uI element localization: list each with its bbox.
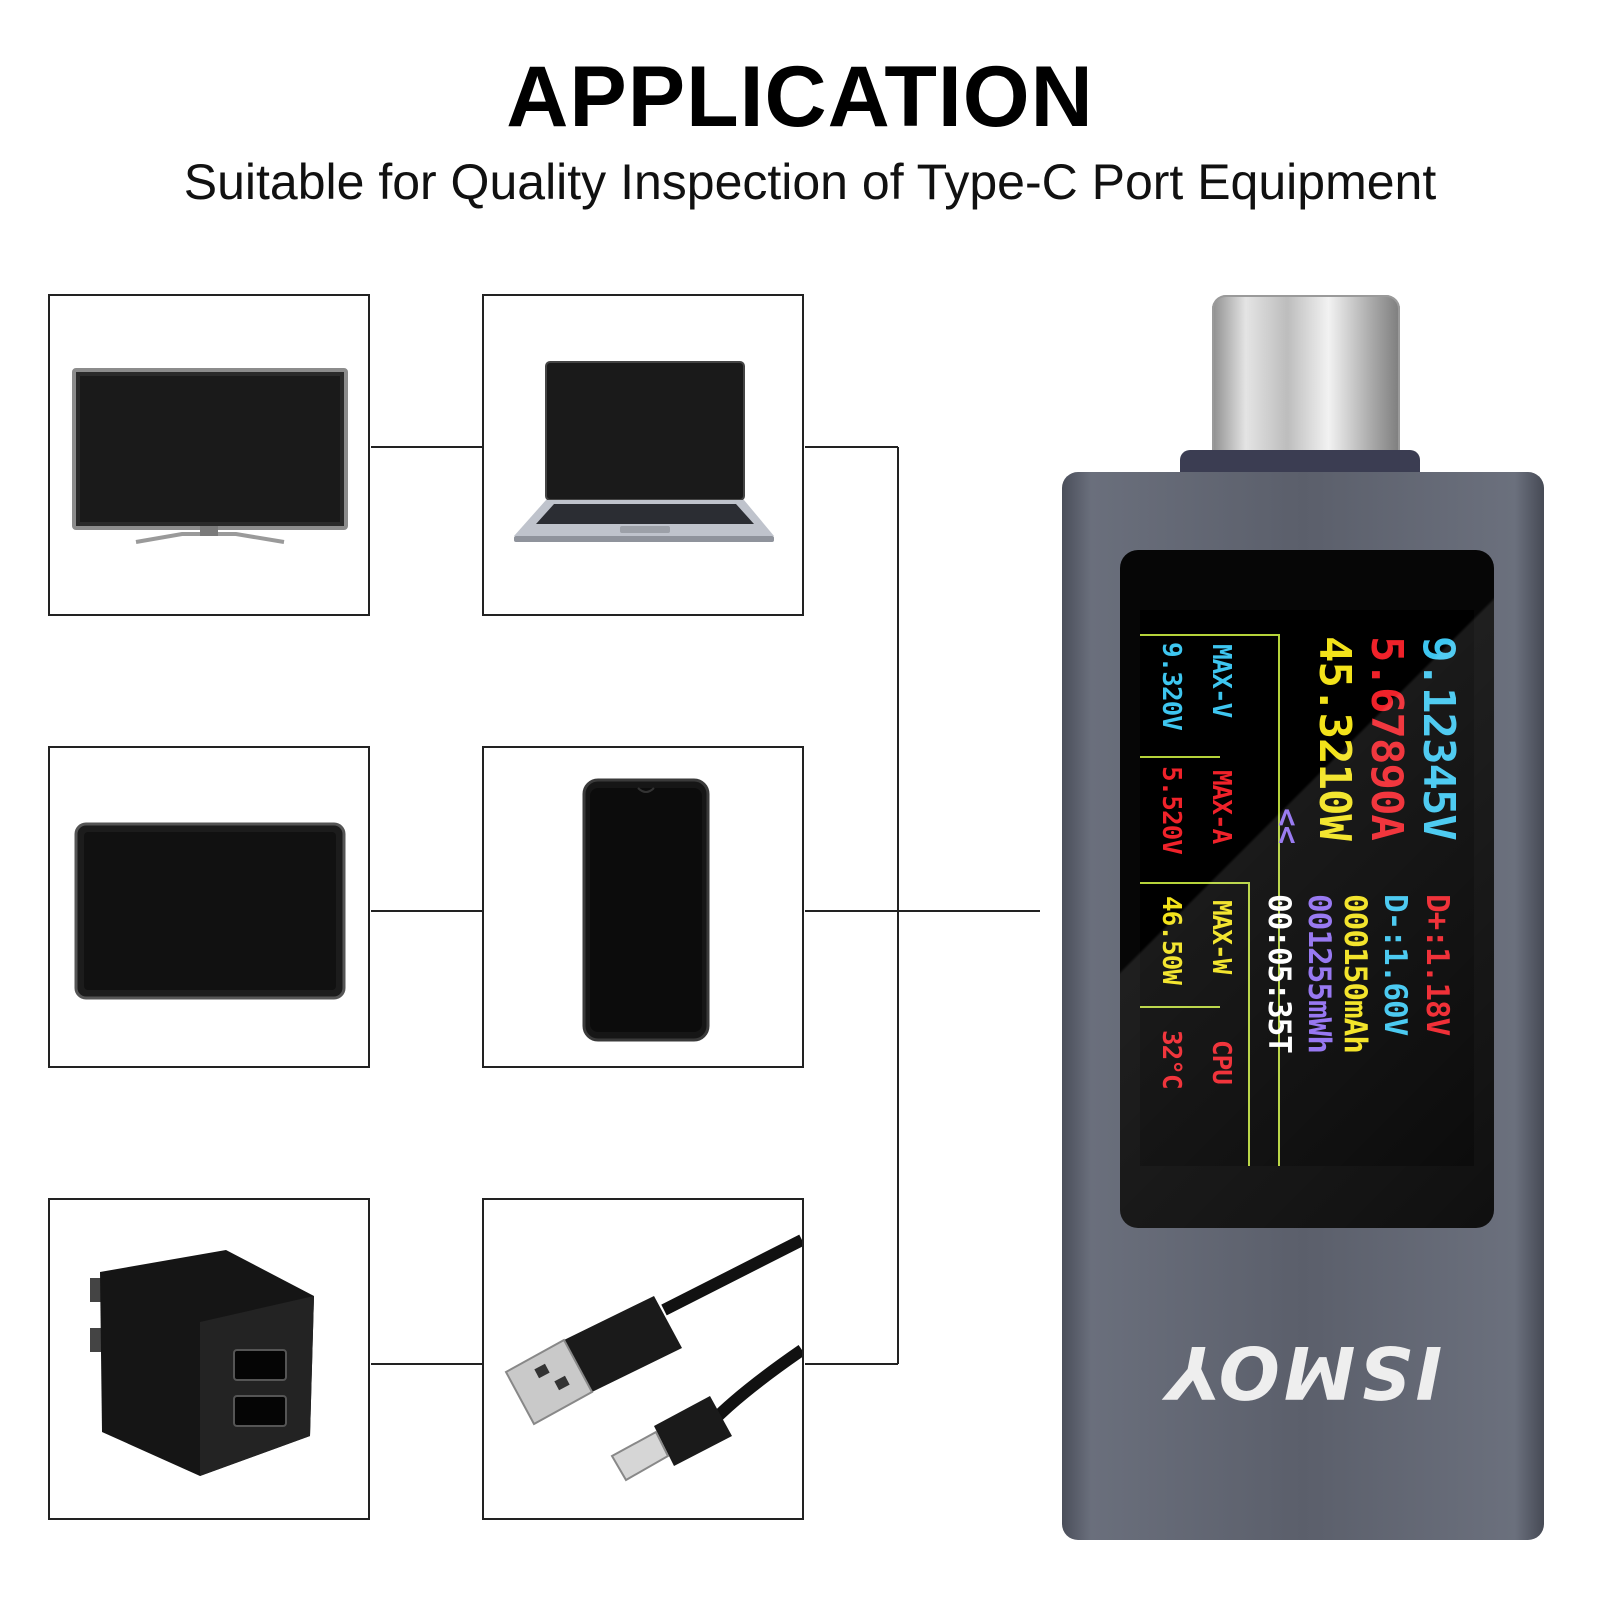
- grid-line: [1248, 882, 1250, 1166]
- dplus-reading: D+:1.18V: [1419, 894, 1455, 1036]
- page-subtitle: Suitable for Quality Inspection of Type-…: [183, 154, 1437, 210]
- wall-charger-box: [48, 1198, 370, 1520]
- smartphone-box: [482, 746, 804, 1068]
- max-v-value: 9.320V: [1156, 642, 1186, 730]
- tablet-box: [48, 746, 370, 1068]
- capacity-reading: 000150mAh: [1337, 894, 1373, 1053]
- max-w-label: MAX-W: [1206, 900, 1236, 974]
- current-reading: 5.67890A: [1361, 636, 1412, 840]
- page-title: APPLICATION: [506, 49, 1094, 145]
- smartphone-icon: [582, 778, 710, 1042]
- grid-line: [1140, 756, 1220, 758]
- energy-reading: 001255mWh: [1301, 894, 1337, 1053]
- grid-line: [1140, 1006, 1220, 1008]
- type-c-plug: [1212, 295, 1400, 465]
- power-reading: 45.3210W: [1309, 636, 1360, 840]
- wall-charger-icon: [90, 1250, 314, 1476]
- laptop-icon: [514, 361, 774, 542]
- laptop-box: [482, 294, 804, 616]
- television-box: [48, 294, 370, 616]
- grid-line: [1140, 634, 1280, 636]
- brand-logo: ISMOY: [1163, 1330, 1443, 1414]
- cpu-value: 32°C: [1156, 1030, 1186, 1089]
- time-reading: 00:05:35T: [1261, 894, 1297, 1053]
- max-a-value: 5.520V: [1156, 766, 1186, 854]
- max-a-label: MAX-A: [1206, 770, 1236, 844]
- voltage-reading: 9.12345V: [1413, 636, 1464, 840]
- meter-display: 9.12345V 5.67890A 45.3210W << D+:1.18V D…: [1140, 610, 1474, 1166]
- grid-line: [1140, 882, 1250, 884]
- usb-cable-box: [482, 1198, 806, 1520]
- max-v-label: MAX-V: [1206, 644, 1236, 718]
- cpu-label: CPU: [1206, 1040, 1236, 1084]
- tablet-icon: [74, 822, 346, 1000]
- television-icon: [72, 368, 348, 544]
- usb-cable-icon: [504, 1234, 806, 1482]
- direction-indicator: <<: [1269, 808, 1305, 844]
- dminus-reading: D-:1.60V: [1377, 894, 1413, 1036]
- max-w-value: 46.50W: [1156, 896, 1186, 984]
